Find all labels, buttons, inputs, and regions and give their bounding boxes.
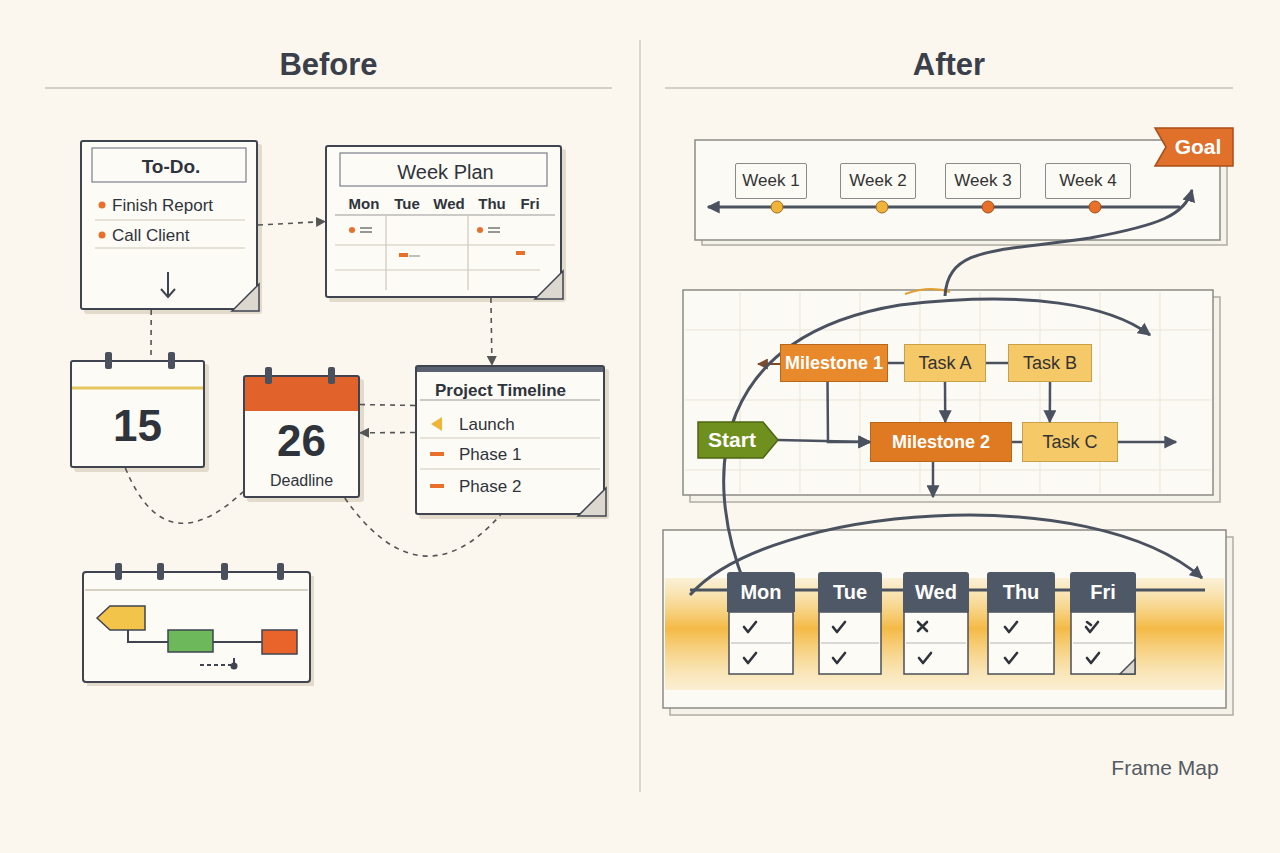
week-box: Week 4 bbox=[1045, 163, 1131, 199]
task-box: Task A bbox=[904, 344, 986, 382]
dashed-connector bbox=[150, 310, 152, 360]
node-title: Week Plan bbox=[342, 160, 549, 184]
node-title: Goal bbox=[1175, 135, 1222, 159]
caption: Frame Map bbox=[1080, 755, 1250, 780]
node-title: Task B bbox=[1023, 353, 1077, 374]
flow-arrow bbox=[986, 362, 1008, 365]
section-dividers bbox=[45, 40, 1233, 792]
week-box: Week 2 bbox=[840, 163, 916, 199]
node-text: Call Client bbox=[112, 226, 252, 246]
day-checklists bbox=[729, 612, 1135, 674]
node-title: Mon bbox=[740, 581, 781, 604]
deadline-calendar: 26Deadline bbox=[243, 375, 360, 498]
start-shape bbox=[698, 422, 778, 458]
section-heading: Before bbox=[45, 46, 612, 83]
node-title: 26 bbox=[245, 415, 358, 468]
node-text: Wed bbox=[429, 195, 469, 213]
task-box: Task C bbox=[1022, 422, 1118, 462]
check-marks bbox=[744, 622, 1099, 663]
node-title: Week 4 bbox=[1059, 171, 1116, 191]
node-text: Finish Report bbox=[112, 196, 252, 216]
goal-flag: Goal bbox=[1155, 128, 1233, 166]
day-tab: Tue bbox=[818, 572, 882, 612]
week-plan-card: Week PlanMonTueWedThuFri bbox=[325, 145, 562, 298]
dashed-connector bbox=[491, 298, 492, 365]
node-text: Phase 1 bbox=[459, 445, 599, 465]
dashed-connector bbox=[360, 432, 415, 434]
flow-arrow bbox=[1012, 441, 1022, 444]
task-frame bbox=[683, 289, 1220, 502]
day-frame bbox=[663, 530, 1233, 715]
node-text: Tue bbox=[387, 195, 427, 213]
node-title: Week 2 bbox=[849, 171, 906, 191]
node-title: Project Timeline bbox=[435, 381, 601, 401]
day-tab: Wed bbox=[903, 572, 969, 612]
node-text: Launch bbox=[459, 415, 599, 435]
week-box: Week 3 bbox=[945, 163, 1021, 199]
node-text: Deadline bbox=[245, 471, 358, 490]
flow-curves bbox=[690, 190, 1202, 595]
node-title: Thu bbox=[1003, 581, 1040, 604]
node-text: Fri bbox=[510, 195, 550, 213]
day-tab: Mon bbox=[727, 572, 795, 612]
node-title: Fri bbox=[1090, 581, 1116, 604]
goal-shape bbox=[1155, 128, 1233, 166]
node-title: Week 1 bbox=[742, 171, 799, 191]
flow-arrow bbox=[778, 440, 870, 442]
flow-arrow bbox=[944, 382, 947, 422]
start-flag: Start bbox=[698, 422, 778, 458]
week-box: Week 1 bbox=[735, 163, 807, 199]
node-title: Wed bbox=[915, 581, 957, 604]
node-title: Milestone 2 bbox=[892, 432, 990, 453]
node-text: Thu bbox=[472, 195, 512, 213]
dashed-connector bbox=[258, 222, 325, 226]
node-title: Week 3 bbox=[954, 171, 1011, 191]
milestone-box: Milestone 2 bbox=[870, 422, 1012, 462]
week-frame bbox=[695, 140, 1227, 245]
node-text: Mon bbox=[344, 195, 384, 213]
dashed-connector bbox=[125, 468, 243, 523]
node-title: Milestone 1 bbox=[785, 353, 883, 374]
node-title: Task A bbox=[918, 353, 971, 374]
node-title: 15 bbox=[72, 400, 203, 453]
timeline-card: Project TimelineLaunchPhase 1 Phase 2 bbox=[415, 365, 605, 515]
day-tab: Fri bbox=[1070, 572, 1136, 612]
node-title: Start bbox=[708, 428, 756, 452]
calendar-page: 15 bbox=[70, 360, 205, 468]
dashed-connector bbox=[360, 404, 415, 407]
day-tab: Thu bbox=[987, 572, 1055, 612]
section-heading: After bbox=[665, 46, 1233, 83]
node-title: Task C bbox=[1042, 432, 1097, 453]
task-box: Task B bbox=[1008, 344, 1092, 382]
flow-arrow bbox=[828, 382, 870, 442]
milestone-box: Milestone 1 bbox=[780, 344, 888, 382]
flow-arrow bbox=[1049, 382, 1052, 422]
flow-arrow bbox=[888, 362, 904, 365]
node-title: Tue bbox=[833, 581, 867, 604]
node-title: To-Do. bbox=[94, 156, 248, 179]
node-text: Phase 2 bbox=[459, 477, 599, 497]
todo-card: To-Do. Finish ReportCall Client bbox=[80, 140, 258, 310]
gantt-calendar bbox=[83, 563, 314, 686]
